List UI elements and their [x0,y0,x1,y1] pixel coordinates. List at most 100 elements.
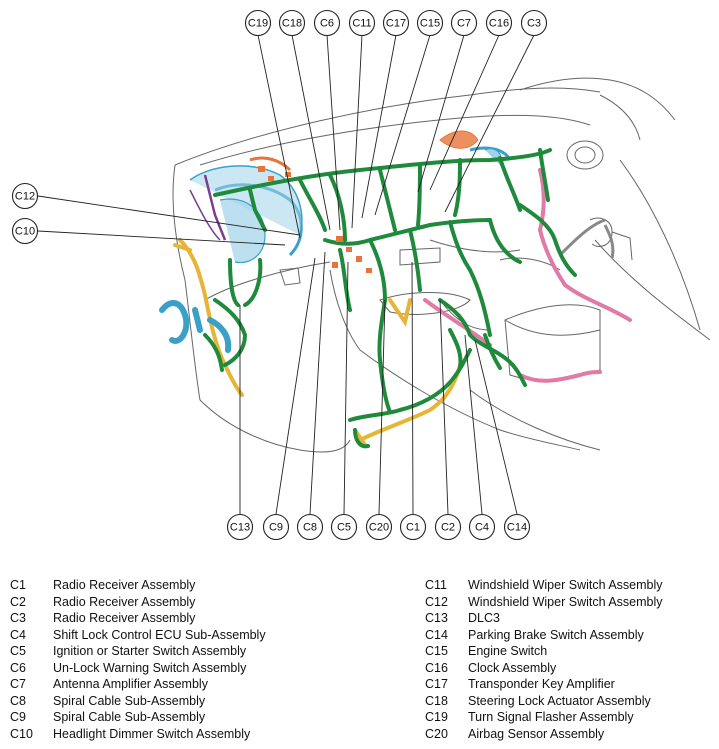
callout-circle [399,513,427,541]
callout-label: C15 [420,18,440,30]
legend-row: C13 DLC3 [425,610,663,627]
legend-description: Turn Signal Flasher Assembly [468,710,634,724]
legend-description: Windshield Wiper Switch Assembly [468,578,663,592]
callout-label: C5 [337,522,351,534]
callout-circle [434,513,462,541]
legend-description: Parking Brake Switch Assembly [468,627,644,642]
callout-c11: C11 [348,9,376,37]
legend-code: C20 [425,726,448,741]
callout-label: C9 [269,522,283,534]
callout-circle [468,513,496,541]
legend-row: C12 Windshield Wiper Switch Assembly [425,594,663,611]
callout-circle [520,9,548,37]
callout-circle [365,513,393,541]
legend-code: C12 [425,594,448,609]
legend-code: C13 [425,611,448,625]
legend-description: Radio Receiver Assembly [53,578,196,592]
harness-main [203,148,577,449]
callout-circle [11,217,39,245]
legend-code: C19 [425,710,448,724]
callout-label: C2 [441,522,455,534]
callout-circle [262,513,290,541]
callout-circle [226,513,254,541]
harness-yellow [173,238,462,447]
callout-c12: C12 [11,182,39,210]
callout-c20: C20 [365,513,393,541]
legend-code: C9 [10,710,26,724]
leader-lines [37,34,535,515]
legend-code: C18 [425,693,448,708]
legend-description: DLC3 [468,611,500,625]
legend-row: C19 Turn Signal Flasher Assembly [425,709,663,726]
callout-label: C13 [230,522,250,534]
connector-markers [258,166,372,273]
callout-label: C18 [282,18,302,30]
callout-label: C11 [352,18,371,30]
legend-code: C17 [425,677,448,691]
callout-label: C17 [386,18,406,30]
callout-label: C1 [406,522,420,534]
callout-c19: C19 [244,9,272,37]
harness-blue-left [159,300,232,353]
legend-description: Clock Assembly [468,660,557,675]
legend-row: C9 Spiral Cable Sub-Assembly [10,709,266,726]
legend-code: C10 [10,726,33,741]
callout-c18: C18 [278,9,306,37]
legend-description: Shift Lock Control ECU Sub-Assembly [53,627,266,642]
legend-row: C10 Headlight Dimmer Switch Assembly [10,726,266,743]
callout-c3: C3 [520,9,548,37]
callout-label: C19 [248,18,268,30]
callout-label: C20 [369,522,389,534]
legend-code: C15 [425,644,448,658]
callout-circle [330,513,358,541]
legend-code: C5 [10,644,26,658]
callout-circle [485,9,513,37]
legend-description: Transponder Key Amplifier [468,677,615,691]
callout-c10: C10 [11,217,39,245]
callout-circle [296,513,324,541]
legend-description: Headlight Dimmer Switch Assembly [53,726,251,741]
legend-code: C1 [10,578,26,592]
callout-label: C16 [489,18,509,30]
legend-description: Radio Receiver Assembly [53,611,196,625]
callout-label: C8 [303,522,317,534]
callout-c15: C15 [416,9,444,37]
callout-c16: C16 [485,9,513,37]
legend-description: Steering Lock Actuator Assembly [468,693,651,708]
callout-c9: C9 [262,513,290,541]
legend-code: C4 [10,627,26,642]
callout-circle [278,9,306,37]
legend-code: C7 [10,677,26,691]
legend-code: C8 [10,693,26,708]
callout-circle [382,9,410,37]
legend-description: Un-Lock Warning Switch Assembly [53,660,247,675]
callout-c1: C1 [399,513,427,541]
legend-description: Windshield Wiper Switch Assembly [468,594,663,609]
callout-c17: C17 [382,9,410,37]
callout-c14: C14 [503,513,531,541]
dashboard-outline [172,77,711,453]
callout-c4: C4 [468,513,496,541]
legend-row: C11 Windshield Wiper Switch Assembly [425,577,663,594]
callout-circle [313,9,341,37]
callout-circle [416,9,444,37]
legend-description: Spiral Cable Sub-Assembly [53,710,206,724]
callout-label: C7 [457,18,471,30]
legend-code: C11 [425,578,448,592]
legend-row: C1 Radio Receiver Assembly [10,577,266,594]
legend-row: C17 Transponder Key Amplifier [425,676,663,693]
